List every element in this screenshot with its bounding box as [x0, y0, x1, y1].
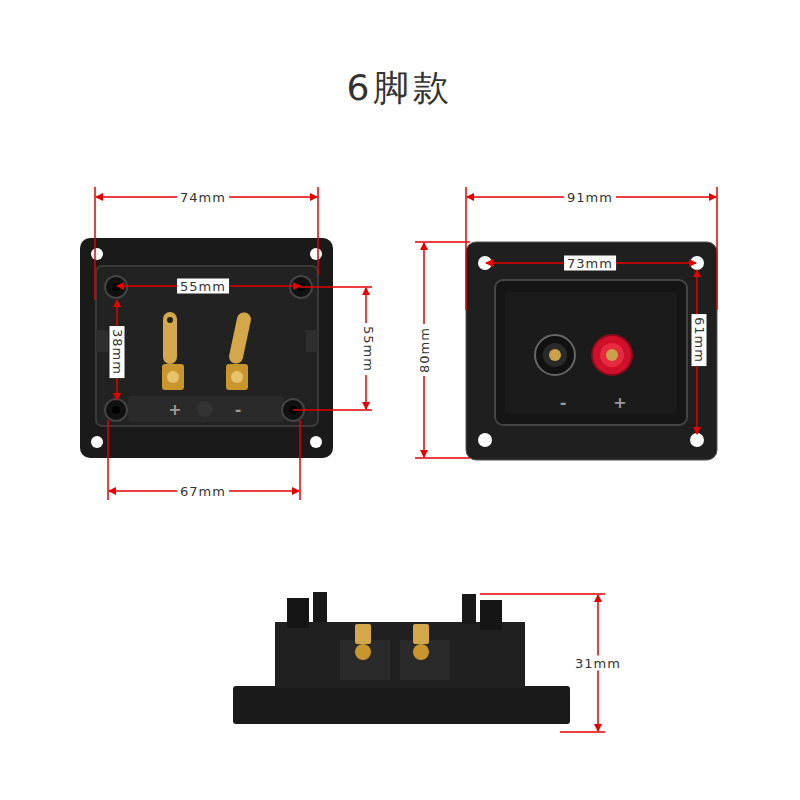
back-view	[80, 238, 333, 458]
polarity-mark: -	[235, 402, 242, 418]
front-view	[466, 242, 717, 460]
dimension-label: 55mm	[177, 279, 229, 294]
polarity-mark: -	[560, 395, 567, 411]
polarity-mark: +	[168, 402, 181, 418]
dimension-label: 31mm	[572, 656, 624, 671]
dimension-label: 38mm	[110, 326, 125, 378]
dimension-label: 74mm	[177, 190, 229, 205]
dimension-label: 73mm	[564, 256, 616, 271]
dimension-label: 55mm	[361, 323, 376, 375]
title: 6脚款	[347, 70, 454, 106]
side-view	[233, 592, 570, 724]
dimension-label: 91mm	[564, 190, 616, 205]
dimension-label: 80mm	[417, 324, 432, 376]
dimension-lines	[95, 187, 717, 732]
polarity-mark: +	[613, 395, 626, 411]
dimension-label: 67mm	[177, 484, 229, 499]
dimension-label: 61mm	[692, 314, 707, 366]
